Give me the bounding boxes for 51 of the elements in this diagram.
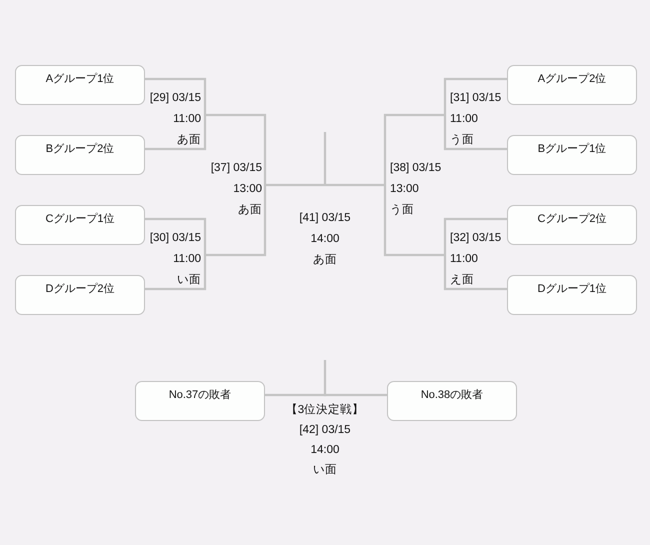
match-date: [42] 03/15 xyxy=(299,422,351,438)
bracket-line xyxy=(145,218,206,255)
bracket-line xyxy=(265,394,326,396)
court-name: え面 xyxy=(450,273,474,288)
bracket-line xyxy=(205,185,266,256)
court-name: あ面 xyxy=(177,133,201,148)
bracket-line xyxy=(324,394,387,396)
bracket-line xyxy=(384,114,445,185)
bracket-line xyxy=(324,184,385,186)
court-name: う面 xyxy=(450,133,474,148)
team-box: No.38の敗者 xyxy=(387,381,517,421)
bracket-line xyxy=(444,218,507,255)
match-date: [37] 03/15 xyxy=(210,160,262,176)
bracket-line xyxy=(265,184,326,186)
bracket-line xyxy=(444,255,507,290)
match-time: 13:00 xyxy=(390,182,419,196)
court-name: い面 xyxy=(177,273,201,288)
match-date: [38] 03/15 xyxy=(390,160,442,176)
match-time: 14:00 xyxy=(310,232,340,246)
team-box: No.37の敗者 xyxy=(135,381,265,421)
round-title: 【3位決定戦】 xyxy=(286,402,364,418)
bracket-line xyxy=(205,114,266,185)
bracket-line xyxy=(145,115,206,150)
team-box: Cグループ1位 xyxy=(15,205,145,245)
court-name: あ面 xyxy=(238,202,262,218)
team-box: Cグループ2位 xyxy=(507,205,637,245)
court-name: い面 xyxy=(313,462,337,478)
match-time: 11:00 xyxy=(450,112,478,127)
team-box: Aグループ2位 xyxy=(507,65,637,105)
bracket-line xyxy=(444,78,507,115)
bracket-line xyxy=(384,185,445,256)
match-date: [41] 03/15 xyxy=(299,210,351,226)
match-time: 11:00 xyxy=(173,112,201,127)
match-date: [30] 03/15 xyxy=(150,231,201,246)
team-box: Dグループ2位 xyxy=(15,275,145,315)
bracket-line xyxy=(444,115,507,150)
match-date: [29] 03/15 xyxy=(150,91,201,106)
match-time: 13:00 xyxy=(233,182,262,196)
team-box: Dグループ1位 xyxy=(507,275,637,315)
bracket-line xyxy=(145,78,206,115)
match-time: 11:00 xyxy=(173,252,201,267)
bracket-line xyxy=(145,255,206,290)
team-box: Bグループ1位 xyxy=(507,135,637,175)
court-name: う面 xyxy=(390,202,414,218)
court-name: あ面 xyxy=(313,252,337,268)
match-date: [32] 03/15 xyxy=(450,231,502,246)
match-date: [31] 03/15 xyxy=(450,91,502,106)
match-time: 11:00 xyxy=(450,252,478,267)
match-time: 14:00 xyxy=(310,442,340,458)
team-box: Bグループ2位 xyxy=(15,135,145,175)
team-box: Aグループ1位 xyxy=(15,65,145,105)
